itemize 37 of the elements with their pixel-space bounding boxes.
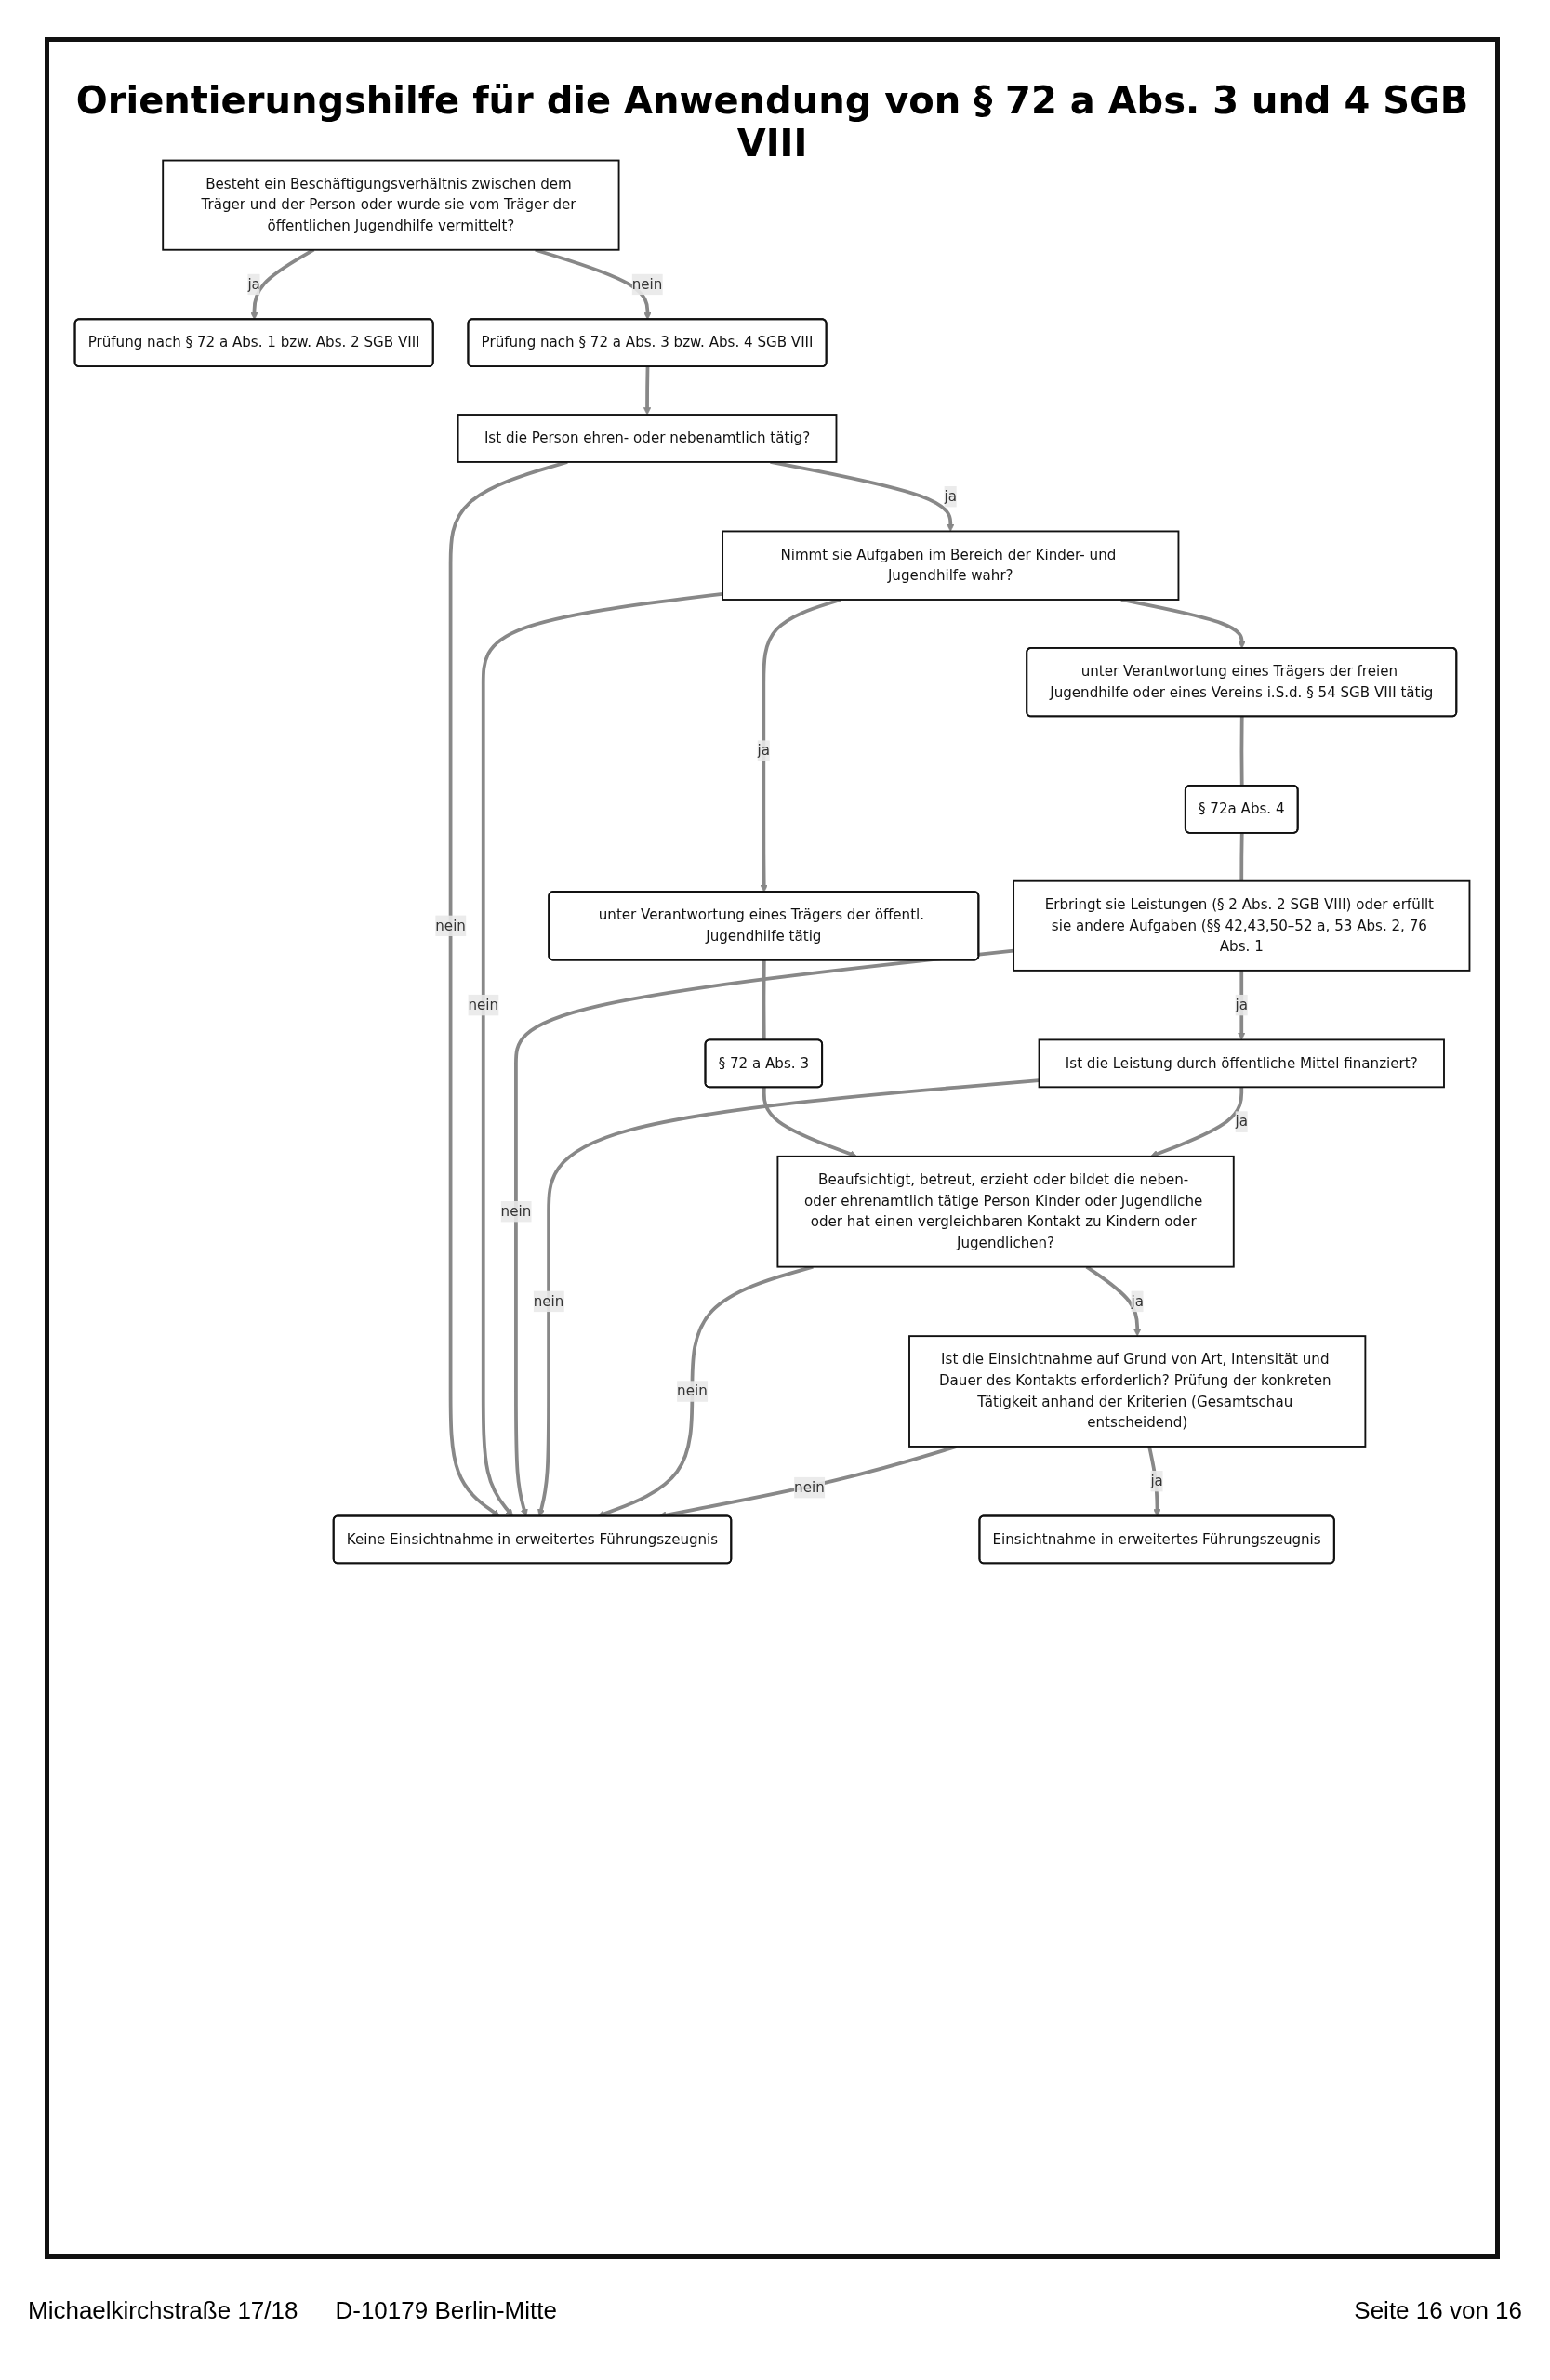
edge-label: ja — [757, 742, 771, 760]
edge-label: nein — [435, 917, 466, 934]
footer-text: D-10179 Berlin-Mitte — [335, 2296, 557, 2325]
arrow — [537, 1078, 1040, 1517]
node-box: Ist die Leistung durch öffentliche Mittel finanziert? — [1038, 1038, 1445, 1089]
node-box: Erbringt sie Leistungen (§ 2 Abs. 2 SGB VIII) oder erfüllt sie andere Aufgaben (§§ 42,43,50–52 a, 53 Abs. 2, 76 Abs. 1 — [1013, 879, 1471, 972]
edge-label: nein — [500, 1202, 532, 1220]
arrow — [250, 248, 315, 321]
arrow — [514, 948, 1014, 1517]
connector — [1239, 833, 1244, 881]
arrow — [481, 591, 723, 1517]
connector — [1239, 716, 1244, 787]
edge-label: ja — [247, 275, 260, 293]
edge-label: nein — [468, 996, 499, 1013]
node-box: Ist die Person ehren- oder nebenamtlich tätig? — [457, 414, 838, 463]
arrow — [1238, 970, 1246, 1040]
footer-text: Michaelkirchstraße 17/18 — [28, 2296, 298, 2325]
node-box: Beaufsichtigt, betreut, erzieht oder bildet die neben- oder ehrenamtlich tätige Person Kinder oder Jugendliche oder hat einen vergleichbaren Kontakt zu Kindern oder Jugendlichen? — [776, 1155, 1235, 1268]
node-box: Besteht ein Beschäftigungsverhältnis zwischen dem Träger und der Person oder wurde sie vom Träger der öffentlichen Jugendhilfe vermittelt? — [162, 159, 620, 251]
arrow — [770, 460, 955, 532]
node-box: Ist die Einsichtnahme auf Grund von Art, Intensität und Dauer des Kontakts erforderlich? Prüfung der konkreten Tätigkeit anhand der Kriterien (Gesamtschau entscheidend) — [908, 1335, 1367, 1448]
footer-text: Seite 16 von 16 — [1354, 2296, 1522, 2325]
node-box: Nimmt sie Aufgaben im Bereich der Kinder- und Jugendhilfe wahr? — [722, 530, 1180, 601]
edge-label: ja — [1235, 996, 1248, 1013]
edge-label: nein — [533, 1292, 564, 1310]
edge-label: nein — [677, 1382, 708, 1400]
arrow — [643, 366, 652, 416]
edge-label: ja — [1150, 1472, 1163, 1489]
edge-label: nein — [794, 1478, 825, 1496]
arrow — [448, 460, 568, 1517]
arrow — [1085, 1265, 1142, 1337]
edge-label: ja — [1235, 1113, 1248, 1130]
connector — [762, 960, 766, 1040]
edge-label: ja — [944, 487, 957, 505]
arrow — [1147, 1446, 1161, 1517]
edge-label: nein — [631, 275, 663, 293]
edge-label: ja — [1131, 1292, 1144, 1310]
